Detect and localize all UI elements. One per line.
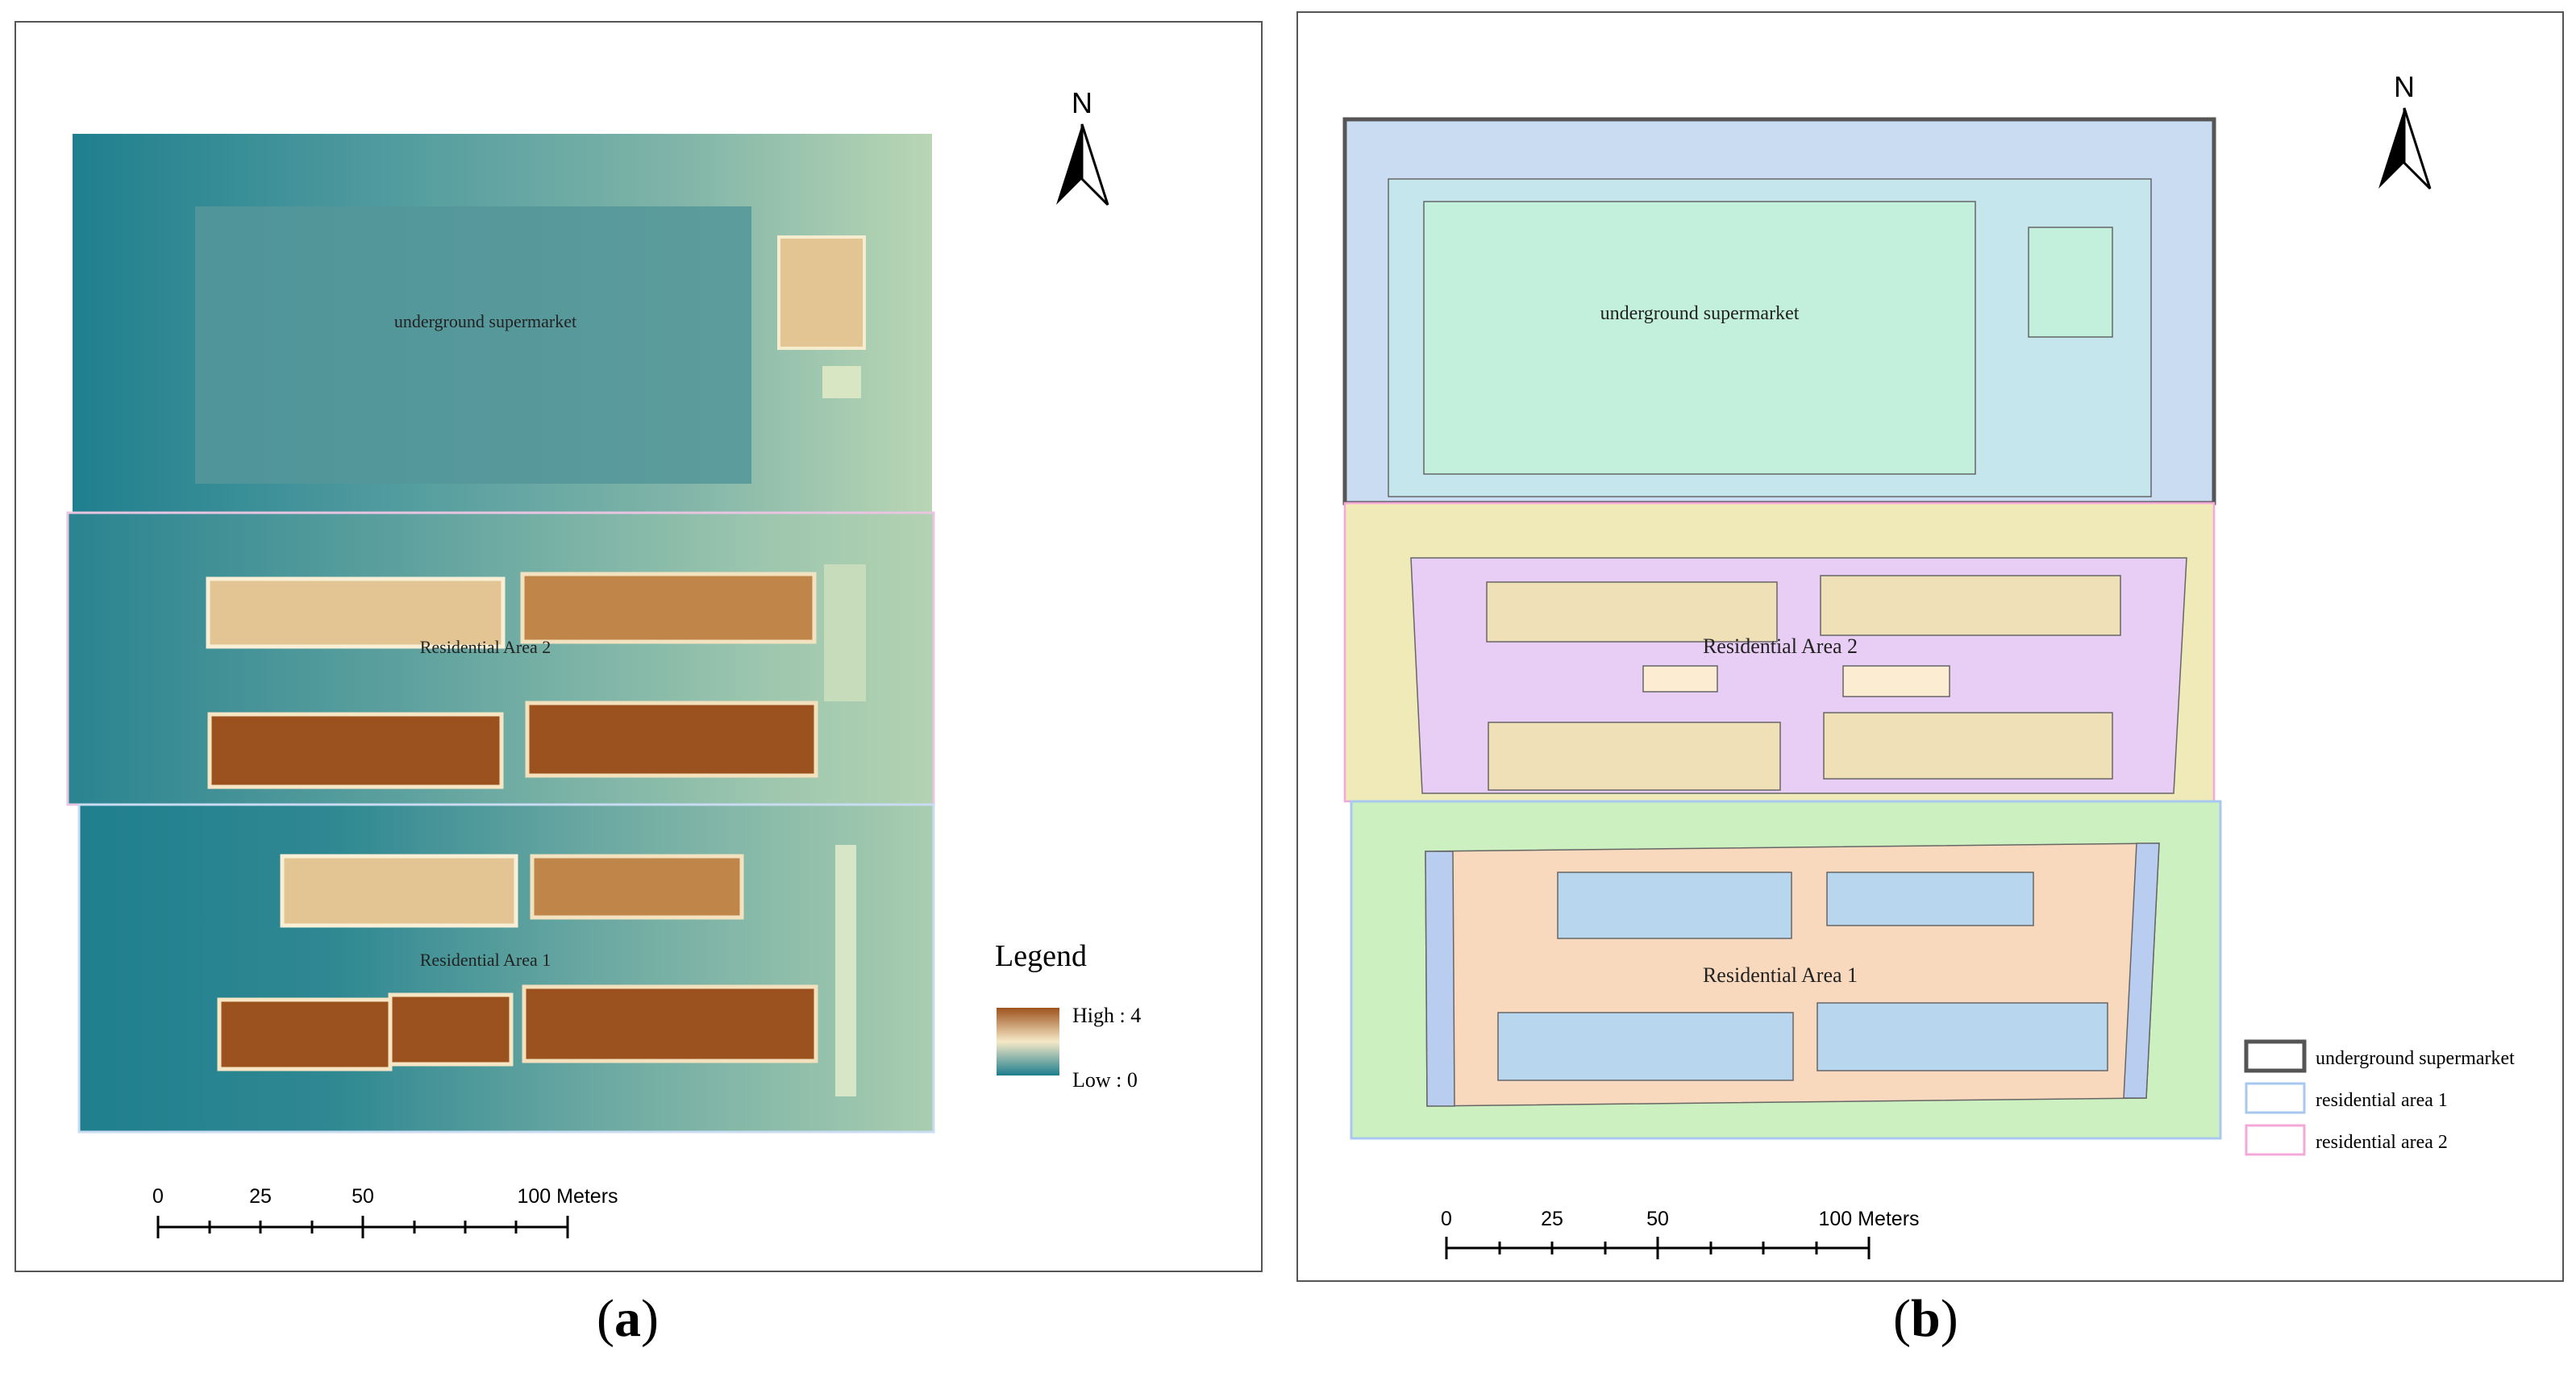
label-res1: Residential Area 1: [1703, 963, 1858, 987]
label-supermarket: underground supermarket: [394, 311, 576, 331]
building-res2-sw: [1488, 722, 1781, 791]
north-label: N: [2394, 70, 2415, 103]
res1-strip-east: [2123, 842, 2160, 1099]
scale-tick-0: 0: [152, 1185, 164, 1208]
scale-tick-0: 0: [1441, 1208, 1452, 1230]
panel-b-zoning-map: underground supermarket Residential Area…: [1296, 11, 2564, 1282]
legend-label-supermarket: underground supermarket: [2316, 1048, 2515, 1069]
legend-low: Low : 0: [1072, 1068, 1138, 1092]
building-res2-small2: [1842, 665, 1950, 697]
scale-tick-100: 100 Meters: [517, 1185, 618, 1208]
label-res1: Residential Area 1: [420, 950, 551, 970]
north-label: N: [1072, 86, 1092, 119]
label-supermarket: underground supermarket: [1600, 303, 1800, 324]
building-res2-small1: [1642, 665, 1718, 693]
building-res1-ne: [1826, 872, 2034, 926]
caption-a: (a): [597, 1289, 659, 1348]
raster-patch: [822, 366, 861, 398]
legend-colorbar: [997, 1008, 1059, 1075]
caption-b: (b): [1893, 1289, 1958, 1348]
res1-boundary: [77, 803, 935, 1134]
north-arrow-icon: [1056, 123, 1109, 206]
caption-a-letter: a: [614, 1289, 641, 1348]
building-res2-se: [525, 701, 818, 778]
caption-b-letter: b: [1910, 1289, 1941, 1348]
building-res1-sw: [1497, 1012, 1794, 1081]
building-res1-nw: [280, 854, 518, 928]
label-res2: Residential Area 2: [1703, 634, 1858, 658]
res1-strip-west: [1425, 851, 1455, 1107]
legend-label-res2: residential area 2: [2316, 1132, 2448, 1153]
scale-tick-50: 50: [1646, 1208, 1669, 1230]
label-res2: Residential Area 2: [420, 637, 551, 657]
building-res2-se: [1823, 712, 2113, 780]
north-arrow-icon: [2378, 107, 2432, 190]
legend-swatch-res1: [2245, 1082, 2306, 1114]
supermarket-footprint: [195, 206, 751, 484]
scale-tick-100: 100 Meters: [1818, 1208, 1919, 1230]
scale-tick-25: 25: [249, 1185, 272, 1208]
raster-patch-2: [824, 564, 866, 701]
panel-a-elevation-map: underground supermarket Residential Area…: [15, 21, 1263, 1272]
building-res2-sw: [207, 712, 504, 789]
legend-label-res1: residential area 1: [2316, 1090, 2448, 1111]
legend-title: Legend: [995, 939, 1087, 973]
building-res1-sw1: [217, 997, 393, 1071]
panel-b-map-svg: underground supermarket Residential Area…: [1342, 70, 2515, 1259]
supermarket-annex: [2028, 227, 2113, 338]
scale-bar: [1445, 1237, 1871, 1259]
building-res1-se: [1817, 1002, 2108, 1071]
scale-bar: [156, 1216, 569, 1238]
building-supermarket-annex: [777, 235, 866, 350]
building-res2-nw: [206, 576, 506, 649]
building-res1-nw: [1557, 872, 1792, 939]
panel-a-map-svg: underground supermarket Residential Area…: [66, 86, 1141, 1238]
building-res2-nw: [1486, 581, 1778, 643]
scale-tick-50: 50: [352, 1185, 374, 1208]
building-res1-se: [522, 984, 818, 1063]
building-res1-sw2: [388, 992, 514, 1067]
scale-tick-25: 25: [1541, 1208, 1563, 1230]
legend-high: High : 4: [1072, 1004, 1141, 1027]
supermarket-footprint: [1423, 201, 1976, 475]
legend-swatch-supermarket: [2244, 1039, 2307, 1073]
legend-swatch-res2: [2245, 1124, 2306, 1156]
building-res2-ne: [520, 572, 817, 644]
building-res2-ne: [1820, 575, 2121, 636]
building-res1-ne: [530, 854, 744, 920]
raster-strip: [835, 845, 856, 1096]
